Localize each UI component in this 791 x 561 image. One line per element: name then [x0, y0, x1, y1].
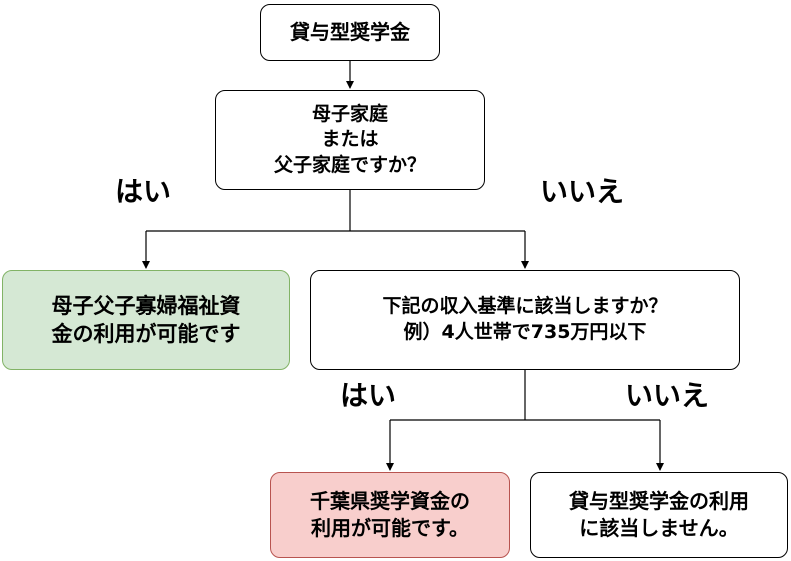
node-single-parent-question: 母子家庭 または 父子家庭ですか？: [215, 90, 485, 190]
node-not-eligible: 貸与型奨学金の利用 に該当しません。: [530, 472, 788, 558]
node-loan-scholarship: 貸与型奨学金: [260, 4, 440, 61]
label-q1-yes: はい: [115, 175, 172, 208]
node-chiba-scholarship-available: 千葉県奨学資金の 利用が可能です。: [270, 472, 510, 558]
node-income-criteria-question: 下記の収入基準に該当しますか？ 例）4人世帯で735万円以下: [310, 270, 740, 370]
label-q1-no: いいえ: [540, 175, 625, 208]
label-q2-yes: はい: [340, 379, 397, 412]
label-q2-no: いいえ: [625, 379, 710, 412]
node-welfare-fund-available: 母子父子寡婦福祉資 金の利用が可能です: [2, 270, 290, 370]
